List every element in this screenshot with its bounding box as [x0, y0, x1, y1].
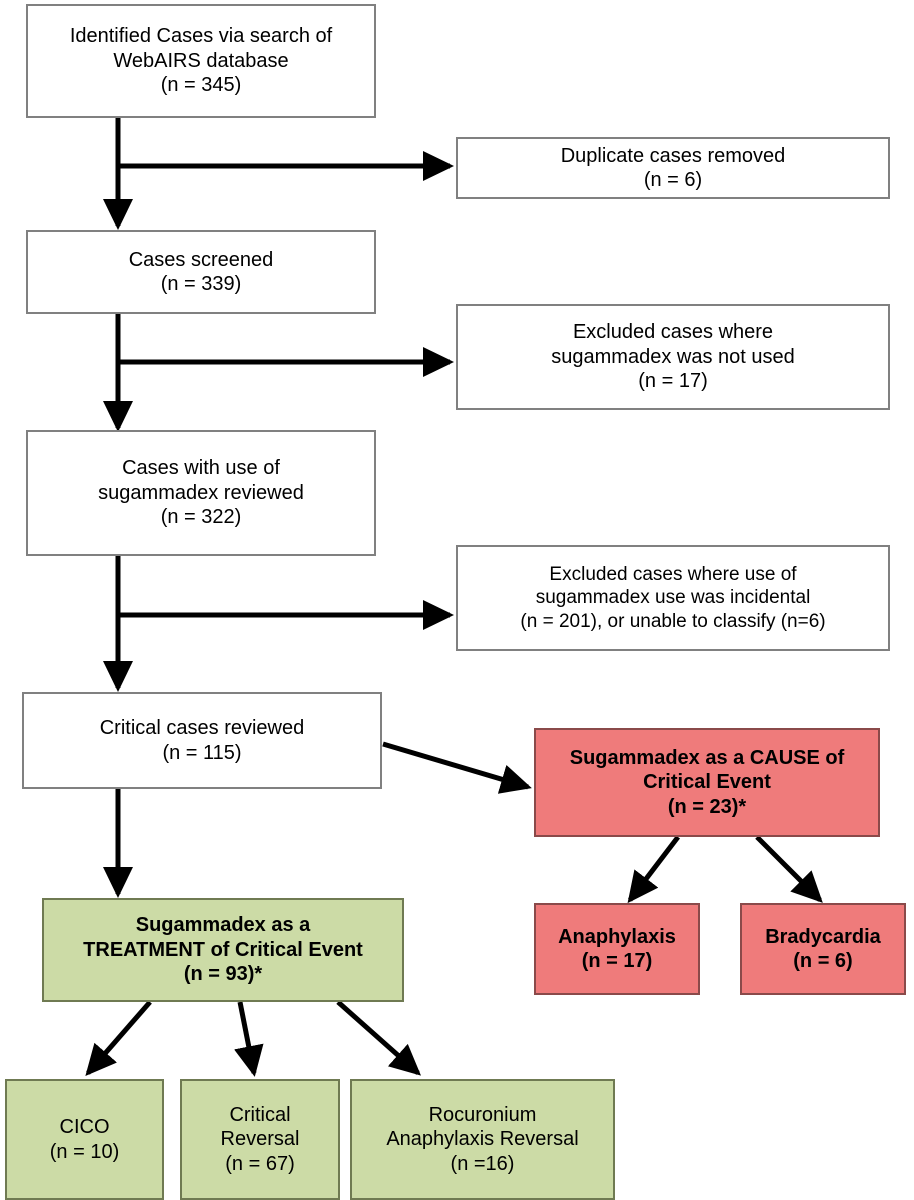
- node-cico-line-2: (n = 10): [49, 1140, 120, 1163]
- edge-cause-to-bradycardia: [755, 835, 823, 903]
- node-excluded-incidental-line-1: Excluded cases where use of: [549, 564, 797, 586]
- node-identified-line-2: WebAIRS database: [113, 49, 289, 72]
- node-cico[interactable]: CICO (n = 10): [5, 1079, 164, 1200]
- node-identified-cases[interactable]: Identified Cases via search of WebAIRS d…: [26, 4, 376, 118]
- node-rocuronium-line-3: (n =16): [450, 1152, 515, 1175]
- node-anaphylaxis-line-2: (n = 17): [581, 950, 653, 972]
- node-reviewed-use-line-3: (n = 322): [160, 506, 242, 529]
- node-treatment-line-3: (n = 93)*: [183, 963, 263, 986]
- node-treatment-line-1: Sugammadex as a: [135, 914, 311, 937]
- node-excluded-incidental-line-2: sugammadex use was incidental: [535, 587, 811, 609]
- node-excluded-not-used-line-2: sugammadex was not used: [551, 345, 795, 368]
- edge-treatment-to-cico: [85, 1000, 152, 1077]
- node-excluded-incidental-line-3: (n = 201), or unable to classify (n=6): [520, 610, 826, 632]
- node-bradycardia[interactable]: Bradycardia (n = 6): [740, 903, 906, 995]
- node-identified-line-3: (n = 345): [160, 74, 242, 97]
- node-rocuronium-line-2: Anaphylaxis Reversal: [386, 1128, 579, 1151]
- node-sugammadex-as-cause[interactable]: Sugammadex as a CAUSE of Critical Event …: [534, 728, 880, 837]
- node-excluded-not-used-line-3: (n = 17): [638, 370, 708, 393]
- node-excluded-incidental[interactable]: Excluded cases where use of sugammadex u…: [456, 545, 890, 651]
- node-reviewed-use-line-2: sugammadex reviewed: [98, 481, 304, 504]
- node-treatment-line-2: TREATMENT of Critical Event: [83, 938, 363, 961]
- node-critical-reversal-line-3: (n = 67): [225, 1152, 295, 1175]
- node-screened-line-1: Cases screened: [128, 248, 274, 271]
- node-cause-line-1: Sugammadex as a CAUSE of: [569, 746, 845, 769]
- node-cico-line-1: CICO: [59, 1116, 110, 1139]
- edge-cause-to-anaphylaxis: [627, 835, 680, 904]
- node-cases-screened[interactable]: Cases screened (n = 339): [26, 230, 376, 314]
- edge-treatment-to-rocuronium: [336, 1000, 421, 1076]
- node-anaphylaxis[interactable]: Anaphylaxis (n = 17): [534, 903, 700, 995]
- node-anaphylaxis-line-1: Anaphylaxis: [558, 925, 676, 948]
- node-duplicates-line-2: (n = 6): [643, 169, 703, 191]
- node-identified-line-1: Identified Cases via search of: [69, 25, 333, 48]
- node-rocuronium-anaphylaxis-reversal[interactable]: Rocuronium Anaphylaxis Reversal (n =16): [350, 1079, 615, 1200]
- node-cause-line-2: Critical Event: [643, 771, 771, 794]
- node-critical-reviewed-line-2: (n = 115): [162, 741, 242, 764]
- node-bradycardia-line-1: Bradycardia: [765, 925, 881, 948]
- node-excluded-not-used[interactable]: Excluded cases where sugammadex was not …: [456, 304, 890, 410]
- node-critical-reversal-line-2: Reversal: [220, 1128, 300, 1151]
- node-rocuronium-line-1: Rocuronium: [428, 1103, 537, 1126]
- node-bradycardia-line-2: (n = 6): [793, 950, 853, 972]
- node-critical-reversal-line-1: Critical: [229, 1103, 291, 1126]
- node-cause-line-3: (n = 23)*: [667, 795, 747, 818]
- edge-treatment-to-critical-reversal: [234, 1001, 264, 1077]
- node-excluded-not-used-line-1: Excluded cases where: [572, 321, 774, 344]
- node-sugammadex-as-treatment[interactable]: Sugammadex as a TREATMENT of Critical Ev…: [42, 898, 404, 1002]
- node-critical-reversal[interactable]: Critical Reversal (n = 67): [180, 1079, 340, 1200]
- edge-critical-to-cause: [382, 741, 532, 794]
- node-critical-cases-reviewed[interactable]: Critical cases reviewed (n = 115): [22, 692, 382, 789]
- node-duplicates-line-1: Duplicate cases removed: [560, 144, 786, 167]
- node-reviewed-use-line-1: Cases with use of: [122, 457, 280, 480]
- node-cases-with-use-reviewed[interactable]: Cases with use of sugammadex reviewed (n…: [26, 430, 376, 556]
- node-screened-line-2: (n = 339): [160, 273, 242, 295]
- node-critical-reviewed-line-1: Critical cases reviewed: [99, 717, 305, 740]
- node-duplicate-cases-removed[interactable]: Duplicate cases removed (n = 6): [456, 137, 890, 199]
